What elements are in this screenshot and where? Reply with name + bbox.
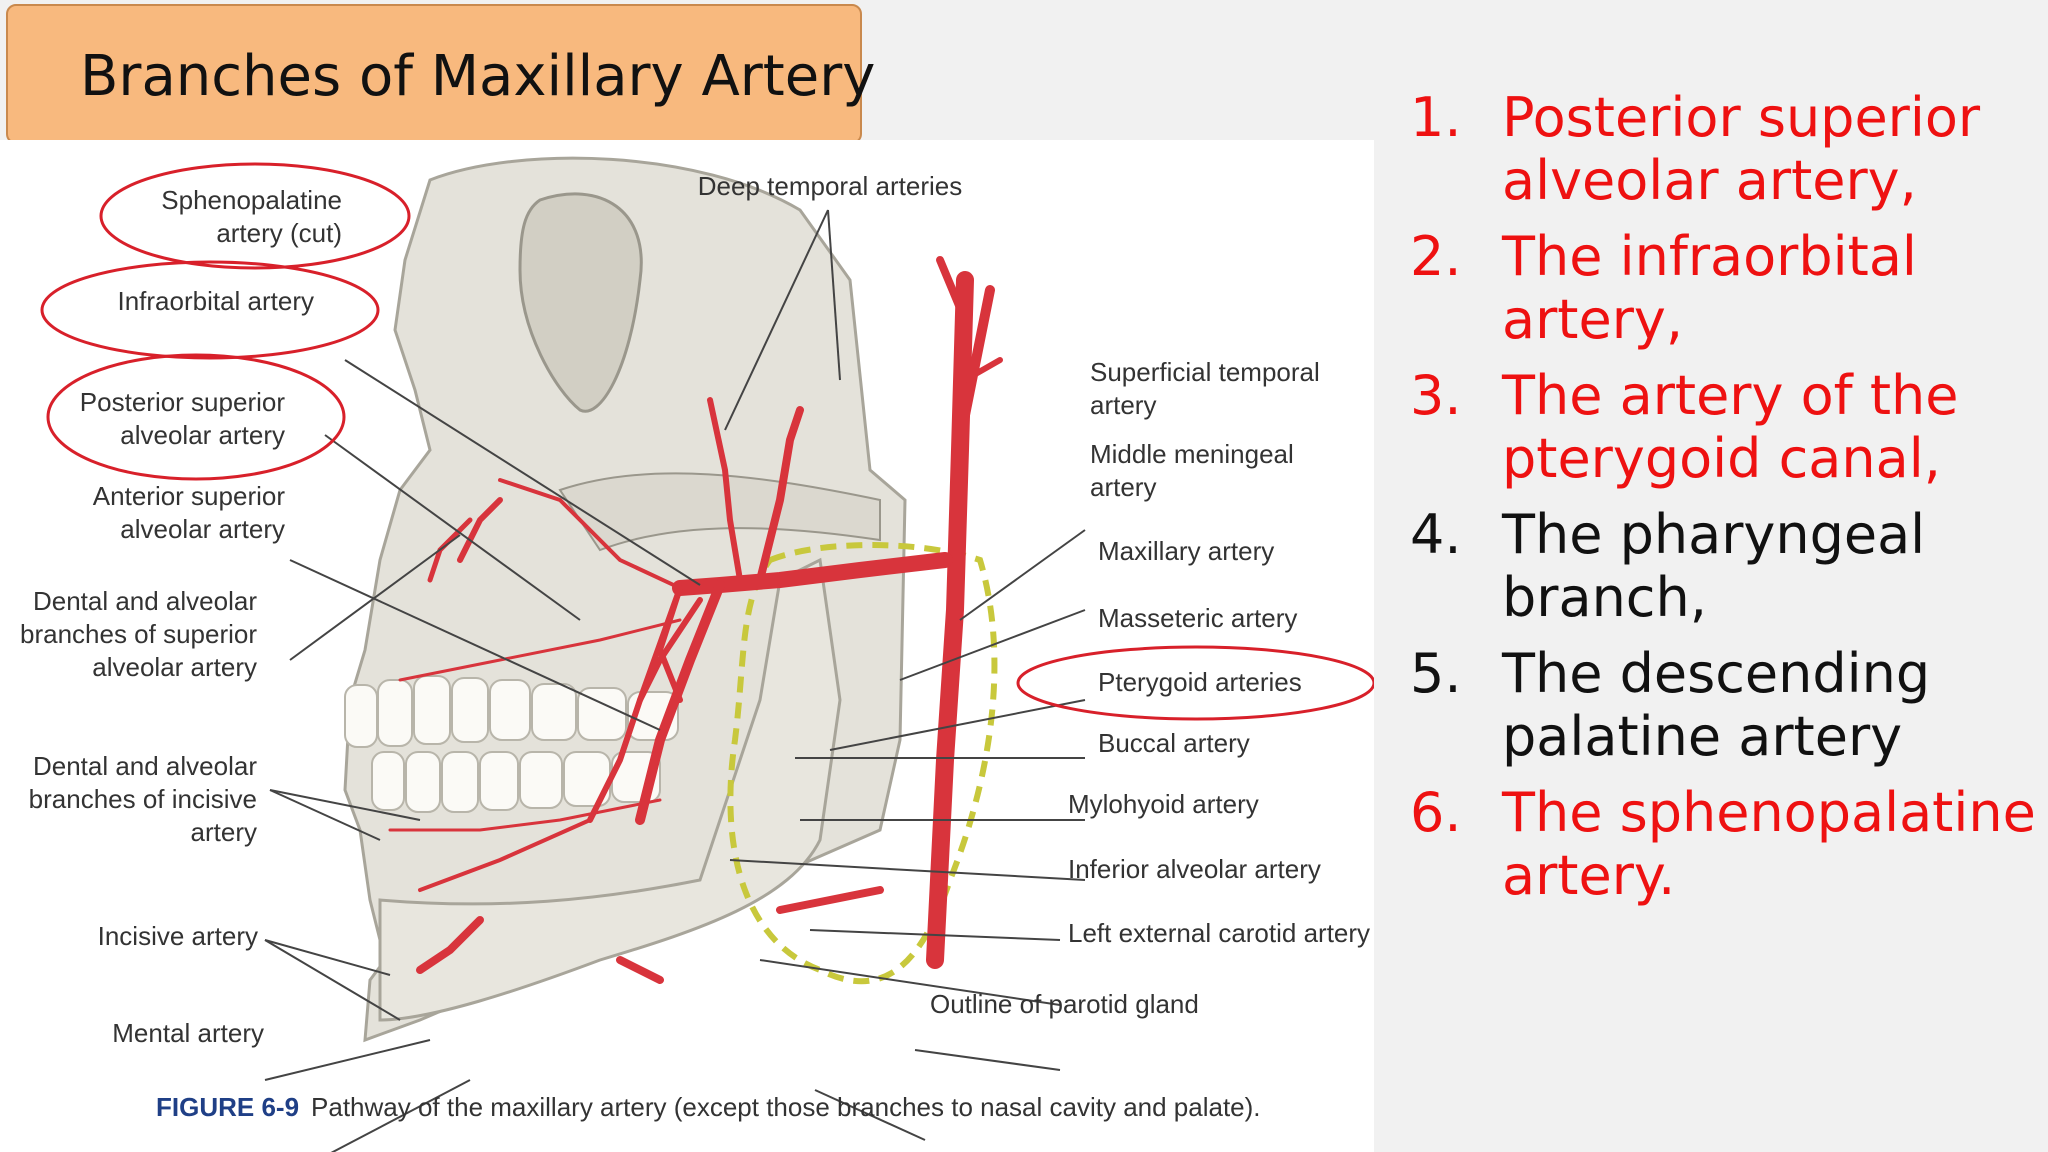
branch-list-item: 3. The artery of the pterygoid canal, — [1410, 364, 2040, 490]
label-line: branches of superior — [20, 619, 258, 649]
orbit-shape — [518, 192, 643, 413]
label-buccal: Buccal artery — [1098, 727, 1250, 760]
list-number: 4. — [1410, 503, 1462, 566]
list-line: artery. — [1502, 844, 1676, 907]
label-line: Pterygoid arteries — [1098, 667, 1302, 697]
mandible-shape — [378, 557, 842, 1022]
highlight-pterygoid — [1016, 645, 1374, 721]
skull-illustration — [40, 156, 1374, 1152]
label-inferior-alveolar: Inferior alveolar artery — [1068, 853, 1321, 886]
label-line: alveolar artery — [92, 652, 257, 682]
figure-number: FIGURE 6-9 — [156, 1092, 300, 1122]
list-number: 6. — [1410, 781, 1462, 844]
highlight-sphenopalatine — [99, 162, 411, 270]
label-line: Inferior alveolar artery — [1068, 854, 1321, 884]
label-line: artery — [190, 817, 257, 847]
label-parotid-outline: Outline of parotid gland — [930, 988, 1199, 1021]
label-incisive: Incisive artery — [60, 920, 258, 953]
zygomatic-arch — [558, 472, 881, 552]
anatomy-figure: Sphenopalatine artery (cut) Infraorbital… — [0, 140, 1374, 1152]
label-line: alveolar artery — [120, 514, 285, 544]
label-line: artery — [1090, 390, 1157, 420]
label-line: Left external carotid artery — [1068, 918, 1371, 948]
list-line: The descending — [1502, 642, 1931, 705]
highlight-infraorbital — [40, 260, 380, 360]
label-line: branches of incisive — [28, 784, 257, 814]
label-dental-superior: Dental and alveolar branches of superior… — [20, 585, 257, 684]
label-maxillary: Maxillary artery — [1098, 535, 1274, 568]
list-line: artery, — [1502, 288, 1684, 351]
label-line: Mental artery — [112, 1018, 264, 1048]
label-line: Outline of parotid gland — [930, 989, 1199, 1019]
list-line: The sphenopalatine — [1502, 781, 2036, 844]
list-number: 3. — [1410, 364, 1462, 427]
label-sphenopalatine: Sphenopalatine artery (cut) — [130, 184, 342, 250]
list-line: alveolar artery, — [1502, 149, 1917, 212]
list-line: Posterior superior — [1502, 86, 1981, 149]
branch-list-item: 2. The infraorbital artery, — [1410, 225, 2040, 351]
branch-list-item: 6. The sphenopalatine artery. — [1410, 781, 2040, 907]
label-ant-sup-alveolar: Anterior superior alveolar artery — [60, 480, 285, 546]
list-line: The pharyngeal — [1502, 503, 1926, 566]
branch-list-item: 1. Posterior superior alveolar artery, — [1410, 86, 2040, 212]
label-line: Dental and alveolar — [32, 586, 257, 616]
parotid-outline — [727, 542, 998, 985]
highlight-ellipses — [40, 162, 1374, 721]
label-mylohyoid: Mylohyoid artery — [1068, 788, 1259, 821]
slide-title-box: Branches of Maxillary Artery — [6, 4, 875, 144]
branch-list: 1. Posterior superior alveolar artery, 2… — [1410, 86, 2040, 920]
label-mental: Mental artery — [60, 1017, 264, 1050]
label-masseteric: Masseteric artery — [1098, 602, 1297, 635]
label-line: Deep temporal arteries — [697, 171, 963, 201]
list-line: palatine artery — [1502, 705, 1903, 768]
list-line: branch, — [1502, 566, 1707, 629]
branch-list-item: 5. The descending palatine artery — [1410, 642, 2040, 768]
figure-caption-text: Pathway of the maxillary artery (except … — [311, 1092, 1261, 1122]
label-line: Sphenopalatine — [161, 185, 342, 215]
list-line: The artery of the — [1502, 364, 1959, 427]
label-line: Dental and alveolar — [32, 751, 257, 781]
list-number: 2. — [1410, 225, 1462, 288]
label-line: Buccal artery — [1098, 728, 1250, 758]
highlight-post-sup-alveolar — [46, 353, 346, 481]
label-dental-incisive: Dental and alveolar branches of incisive… — [20, 750, 257, 849]
branch-list-item: 4. The pharyngeal branch, — [1410, 503, 2040, 629]
label-line: artery (cut) — [216, 218, 342, 248]
label-line: alveolar artery — [120, 420, 285, 450]
label-line: artery — [1090, 472, 1157, 502]
label-deep-temporal: Deep temporal arteries — [690, 170, 970, 203]
label-line: Superficial temporal — [1090, 357, 1320, 387]
label-superficial-temporal: Superficial temporal artery — [1090, 356, 1320, 422]
list-line: The infraorbital — [1502, 225, 1917, 288]
label-line: Infraorbital artery — [117, 286, 314, 316]
slide-title: Branches of Maxillary Artery — [80, 44, 876, 109]
list-line: pterygoid canal, — [1502, 427, 1941, 490]
figure-caption: FIGURE 6-9 Pathway of the maxillary arter… — [156, 1092, 1261, 1123]
artery-network — [388, 256, 1003, 984]
list-number: 1. — [1410, 86, 1462, 149]
leader-lines — [264, 209, 1086, 1152]
list-number: 5. — [1410, 642, 1462, 705]
label-infraorbital: Infraorbital artery — [90, 285, 314, 318]
label-line: Anterior superior — [92, 481, 285, 511]
label-middle-meningeal: Middle meningeal artery — [1090, 438, 1294, 504]
label-line: Incisive artery — [97, 921, 258, 951]
upper-teeth — [344, 675, 679, 748]
label-pterygoid: Pterygoid arteries — [1098, 666, 1302, 699]
lower-teeth — [371, 751, 661, 813]
label-line: Mylohyoid artery — [1068, 789, 1259, 819]
label-line: Posterior superior — [79, 387, 285, 417]
label-line: Maxillary artery — [1098, 536, 1275, 566]
label-line: Middle meningeal — [1090, 439, 1294, 469]
label-left-external-carotid: Left external carotid artery — [1068, 917, 1370, 950]
label-line: Masseteric artery — [1098, 603, 1298, 633]
label-post-sup-alveolar: Posterior superior alveolar artery — [60, 386, 285, 452]
